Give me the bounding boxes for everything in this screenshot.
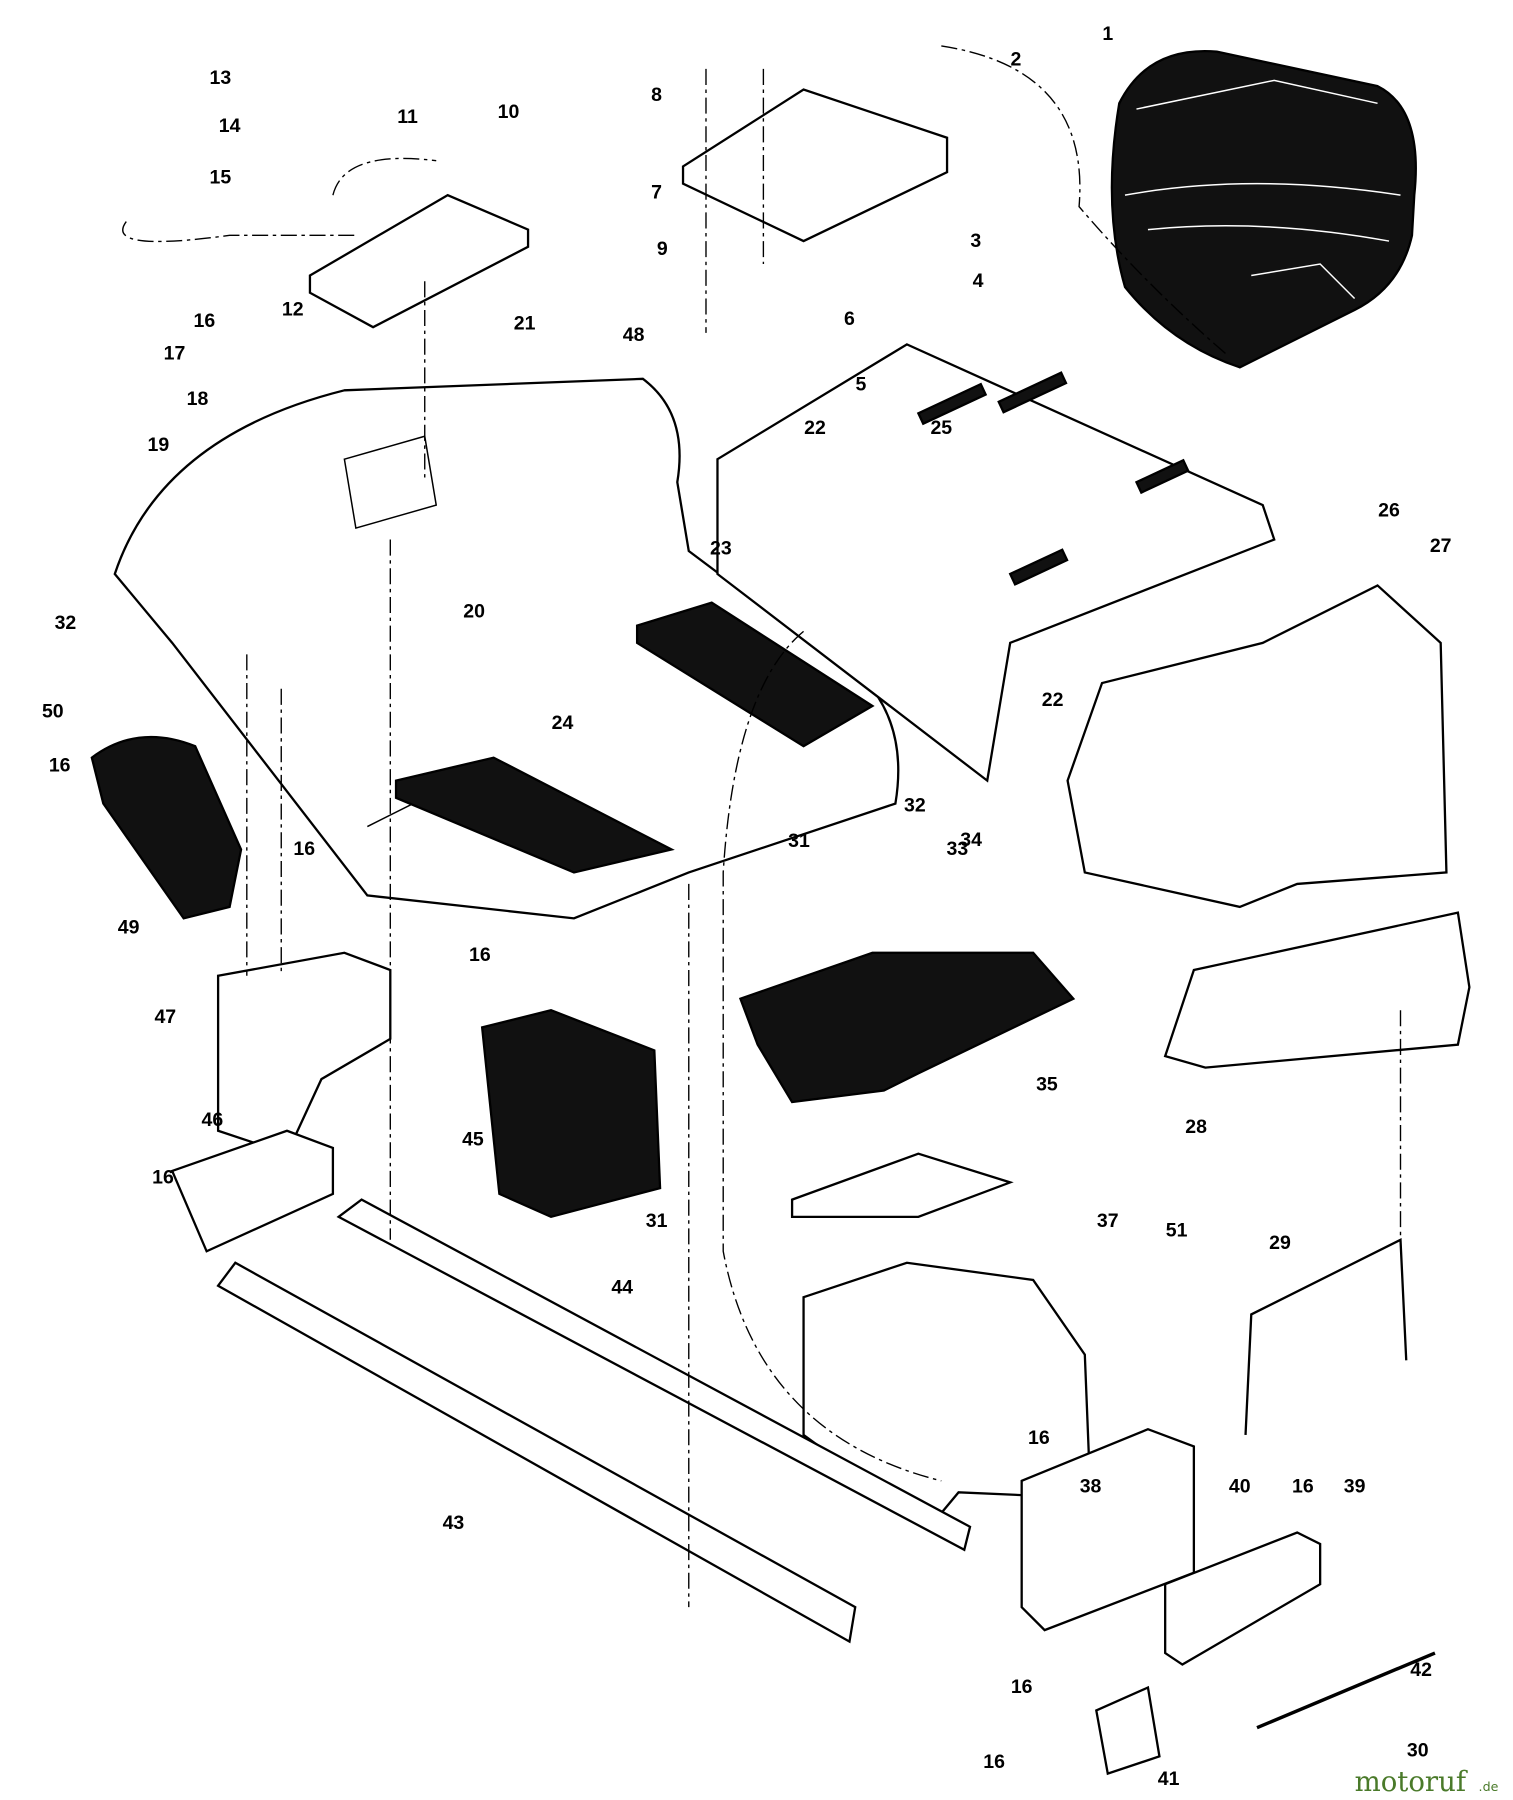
bracket-46	[170, 1129, 335, 1253]
callout-51: 51	[1166, 1219, 1188, 1241]
seat-pan	[681, 88, 949, 243]
callout-1: 1	[1102, 23, 1113, 45]
callout-18: 18	[187, 388, 209, 410]
callout-16: 16	[293, 838, 315, 860]
callout-47: 47	[154, 1006, 176, 1028]
callout-37: 37	[1097, 1210, 1119, 1232]
callout-45: 45	[462, 1129, 484, 1151]
callout-20: 20	[463, 601, 485, 623]
floor-mat-24	[394, 756, 675, 874]
callout-16: 16	[469, 944, 491, 966]
callout-48: 48	[623, 324, 645, 346]
callout-17: 17	[164, 342, 186, 364]
callout-5: 5	[856, 373, 867, 395]
callout-10: 10	[498, 101, 520, 123]
watermark: motoruf .de	[1355, 1766, 1499, 1798]
callout-23: 23	[710, 537, 732, 559]
callout-46: 46	[202, 1109, 224, 1131]
callout-6: 6	[844, 308, 855, 330]
watermark-suffix: .de	[1479, 1779, 1499, 1794]
callout-12: 12	[282, 299, 304, 321]
callout-33: 33	[947, 838, 969, 860]
callout-41: 41	[1158, 1768, 1180, 1790]
callout-49: 49	[118, 916, 140, 938]
callout-16: 16	[193, 310, 215, 332]
callout-32: 32	[55, 612, 77, 634]
part-shapes	[90, 45, 1471, 1776]
bracket-40	[1164, 1531, 1322, 1666]
callout-2: 2	[1011, 48, 1022, 70]
callout-31: 31	[788, 830, 810, 852]
console	[738, 951, 1076, 1104]
callout-15: 15	[210, 167, 232, 189]
callout-43: 43	[443, 1512, 465, 1534]
callout-25: 25	[930, 417, 952, 439]
battery	[480, 1009, 662, 1219]
callout-28: 28	[1185, 1116, 1207, 1138]
callout-44: 44	[611, 1277, 633, 1299]
callout-22: 22	[1042, 689, 1064, 711]
frame-rail-43	[216, 1261, 857, 1644]
callout-16: 16	[152, 1167, 174, 1189]
callout-31: 31	[646, 1210, 668, 1232]
nose-cover	[1163, 911, 1471, 1069]
bracket-41	[1095, 1685, 1161, 1776]
callout-13: 13	[210, 67, 232, 89]
callout-7: 7	[651, 182, 662, 204]
rod-42	[1256, 1651, 1436, 1730]
callout-38: 38	[1080, 1475, 1102, 1497]
seat-bracket	[308, 193, 530, 329]
grille-nose	[1066, 584, 1448, 909]
callout-27: 27	[1430, 535, 1452, 557]
callout-8: 8	[651, 84, 662, 106]
hood	[716, 343, 1276, 783]
callout-42: 42	[1410, 1659, 1432, 1681]
callout-16: 16	[1292, 1475, 1314, 1497]
callout-16: 16	[1011, 1676, 1033, 1698]
frame-rail-44	[336, 1198, 972, 1552]
support-29	[1244, 1237, 1408, 1436]
callout-14: 14	[219, 115, 241, 137]
callout-21: 21	[514, 312, 536, 334]
callout-34: 34	[960, 829, 982, 851]
callout-29: 29	[1269, 1232, 1291, 1254]
callout-22: 22	[804, 417, 826, 439]
callout-16: 16	[1028, 1427, 1050, 1449]
callout-40: 40	[1229, 1475, 1251, 1497]
callout-16: 16	[49, 754, 71, 776]
callout-4: 4	[973, 270, 984, 292]
callout-9: 9	[657, 238, 668, 260]
callout-3: 3	[970, 230, 981, 252]
callout-39: 39	[1344, 1475, 1366, 1497]
watermark-text: motoruf	[1355, 1766, 1468, 1798]
callout-30: 30	[1407, 1739, 1429, 1761]
callout-35: 35	[1036, 1074, 1058, 1096]
fender-50	[90, 735, 243, 920]
floor-mat-23	[635, 601, 875, 748]
callout-19: 19	[148, 434, 170, 456]
bracket-47	[216, 951, 392, 1156]
callout-26: 26	[1378, 500, 1400, 522]
callout-24: 24	[552, 712, 574, 734]
callout-11: 11	[397, 106, 418, 128]
plate-35	[790, 1152, 1014, 1218]
callout-32: 32	[904, 795, 926, 817]
seat	[1110, 49, 1417, 369]
callout-50: 50	[42, 700, 64, 722]
callout-16: 16	[983, 1751, 1005, 1773]
